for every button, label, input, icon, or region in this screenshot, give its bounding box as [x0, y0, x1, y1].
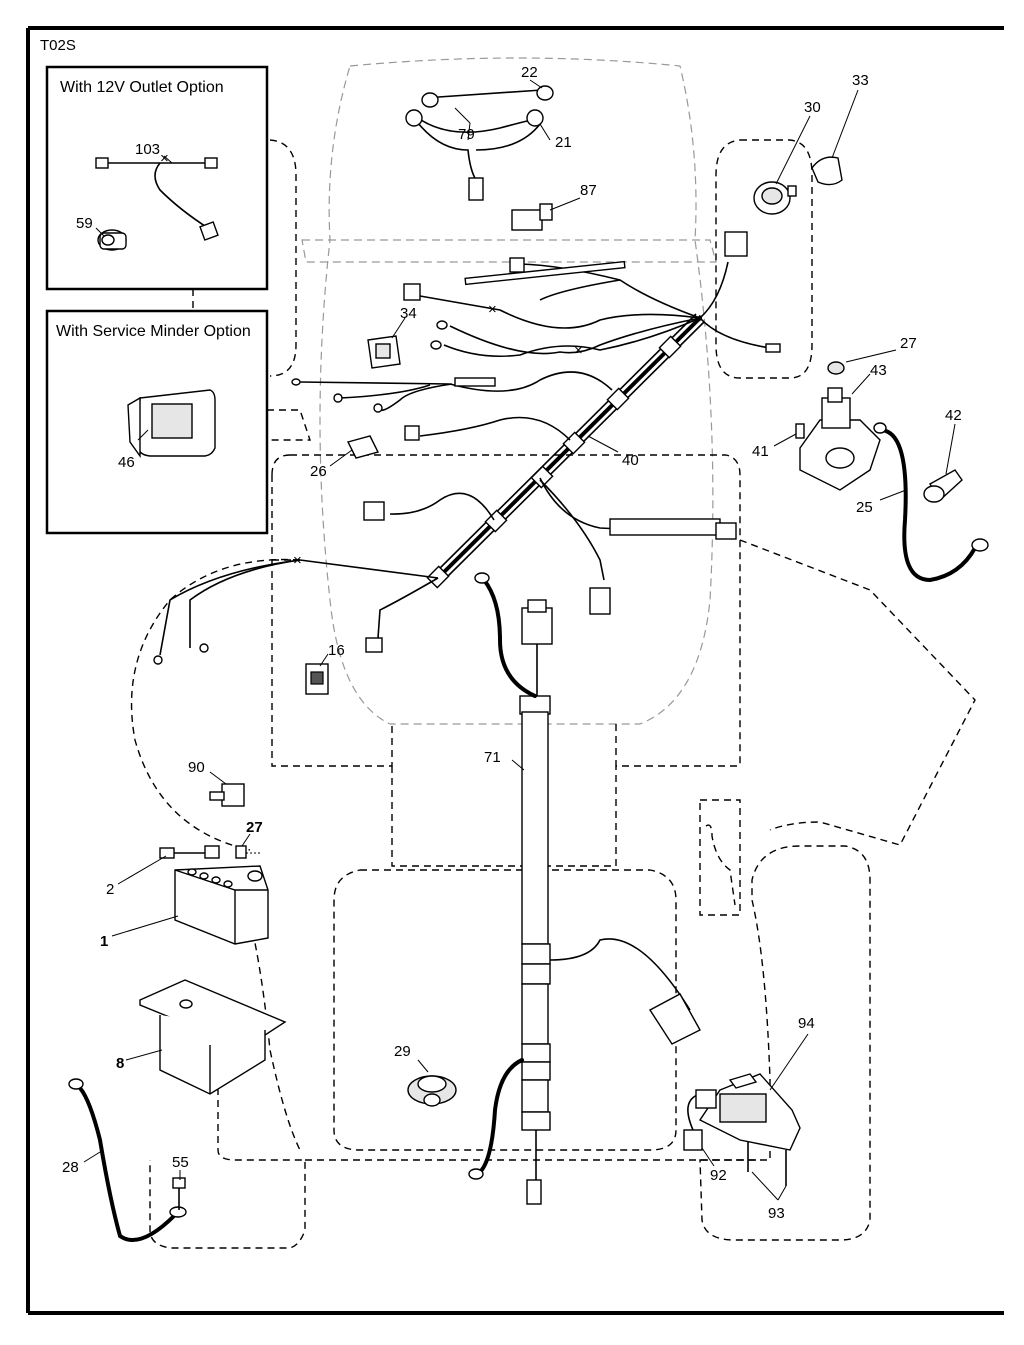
- terminal-boot: [923, 469, 963, 503]
- module-screws: [747, 1142, 787, 1186]
- callout-34: 34: [400, 305, 417, 322]
- plug-90: [209, 783, 245, 807]
- callout-29: 29: [394, 1043, 411, 1060]
- callout-26: 26: [310, 463, 327, 480]
- callout-1: 1: [100, 933, 108, 950]
- main-harness: × × × ×: [153, 231, 781, 665]
- callout-71: 71: [484, 749, 501, 766]
- fuse: [346, 435, 380, 459]
- callout-59: 59: [76, 215, 93, 232]
- service-minder-title: With Service Minder Option: [56, 323, 251, 340]
- ignition-switch: [753, 181, 797, 215]
- callout-leaders: [83, 79, 956, 1201]
- control-module: [698, 1073, 801, 1151]
- outlet-option-title: With 12V Outlet Option: [60, 79, 224, 96]
- svg-text:×: ×: [574, 342, 583, 359]
- callout-103: 103: [135, 141, 160, 158]
- callout-21: 21: [555, 134, 572, 151]
- relay: [511, 203, 553, 231]
- callout-30: 30: [804, 99, 821, 116]
- callout-42: 42: [945, 407, 962, 424]
- solenoid-cable: [873, 422, 989, 583]
- svg-text:×: ×: [160, 150, 169, 167]
- page-frame: [26, 26, 1004, 1315]
- callout-8: 8: [116, 1055, 124, 1072]
- callout-87: 87: [580, 182, 597, 199]
- headlight-harness: [405, 85, 554, 201]
- callout-79: 79: [458, 126, 475, 143]
- battery-nut: [235, 845, 260, 859]
- diagram-code: T02S: [40, 37, 76, 54]
- svg-text:×: ×: [693, 310, 702, 327]
- ground-bolt: [172, 1177, 186, 1210]
- svg-text:×: ×: [488, 301, 497, 318]
- callout-90: 90: [188, 759, 205, 776]
- battery-bolt: [159, 845, 220, 859]
- callout-94: 94: [798, 1015, 815, 1032]
- starter-solenoid: [799, 361, 881, 491]
- module-connector: [683, 1089, 717, 1151]
- battery: [174, 865, 269, 945]
- battery-cable-harness: [468, 572, 701, 1205]
- outlet-harness: ×: [95, 150, 219, 241]
- service-minder-display: [127, 389, 216, 459]
- svg-text:×: ×: [293, 552, 302, 569]
- outlet-option-inset: With 12V Outlet Option ×: [45, 65, 269, 291]
- solenoid-bolt: [795, 423, 805, 439]
- ground-cable: [68, 1078, 187, 1242]
- callout-2: 2: [106, 881, 114, 898]
- callout-43: 43: [870, 362, 887, 379]
- callout-93: 93: [768, 1205, 785, 1222]
- ignition-key: [811, 156, 843, 186]
- battery-tray: [139, 979, 287, 1095]
- outlet-socket: [97, 229, 127, 251]
- callout-27-battery: 27: [246, 819, 263, 836]
- seat-switch: [305, 663, 329, 695]
- callout-16: 16: [328, 642, 345, 659]
- callout-28: 28: [62, 1159, 79, 1176]
- tractor-outline: [130, 57, 976, 1249]
- callout-33: 33: [852, 72, 869, 89]
- callout-55: 55: [172, 1154, 189, 1171]
- callout-27-top: 27: [900, 335, 917, 352]
- callout-92: 92: [710, 1167, 727, 1184]
- callout-46: 46: [118, 454, 135, 471]
- grommet: [407, 1075, 457, 1107]
- callout-41: 41: [752, 443, 769, 460]
- rocker-switch: [367, 335, 401, 369]
- callout-25: 25: [856, 499, 873, 516]
- callout-labels: 22 79 21 30 33 87 103 59 34 27 43 42 41 …: [62, 64, 962, 1222]
- service-minder-inset: With Service Minder Option: [45, 309, 269, 535]
- callout-40: 40: [622, 452, 639, 469]
- callout-22: 22: [521, 64, 538, 81]
